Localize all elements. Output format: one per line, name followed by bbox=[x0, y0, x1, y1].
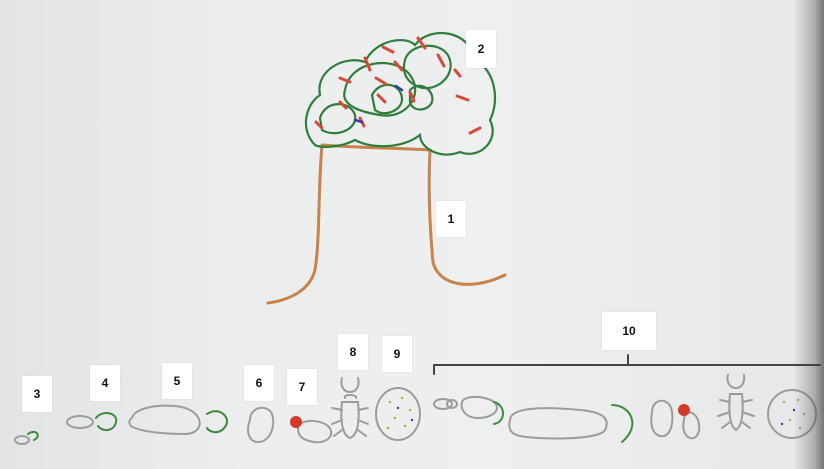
stage-6-shape bbox=[248, 408, 273, 442]
crown-blue-dashes bbox=[355, 86, 402, 122]
stage-5-shape bbox=[129, 406, 227, 434]
crown-red-dashes bbox=[316, 38, 480, 133]
label-1: 1 bbox=[436, 201, 466, 237]
label-9: 9 bbox=[382, 336, 412, 372]
board-edge-shadow bbox=[794, 0, 824, 469]
stage-9-shape bbox=[376, 388, 420, 440]
group-10-beetle bbox=[718, 375, 754, 430]
crown-inner-loop-5 bbox=[320, 104, 355, 133]
stage-8-beetle bbox=[332, 378, 368, 438]
label-3: 3 bbox=[22, 376, 52, 412]
tree-trunk bbox=[268, 145, 505, 303]
label-8: 8 bbox=[338, 334, 368, 370]
stage-7-shape bbox=[291, 417, 331, 442]
group-10-sequence bbox=[434, 397, 699, 442]
label-2: 2 bbox=[466, 30, 496, 68]
label-6: 6 bbox=[244, 365, 274, 401]
crown-inner-loop-4 bbox=[372, 85, 402, 113]
label-4: 4 bbox=[90, 365, 120, 401]
label-10: 10 bbox=[602, 312, 656, 350]
stage-4-shape bbox=[67, 413, 116, 430]
stage-3-shape bbox=[15, 432, 38, 444]
group-bracket bbox=[434, 355, 820, 374]
label-5: 5 bbox=[162, 363, 192, 399]
label-7: 7 bbox=[287, 369, 317, 405]
